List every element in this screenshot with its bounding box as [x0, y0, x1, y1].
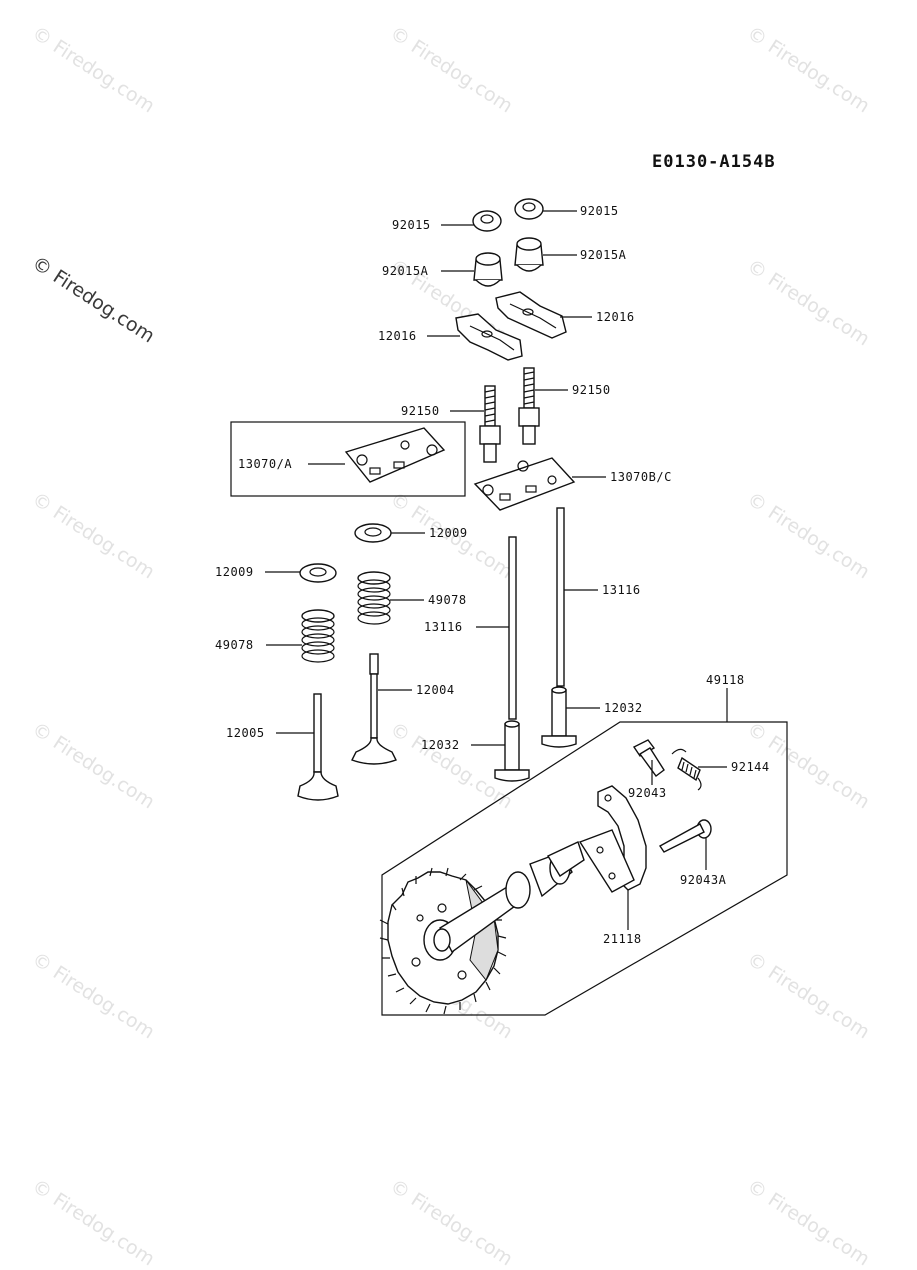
camshaft[interactable] — [433, 841, 585, 954]
push-rod-13116-left[interactable] — [508, 536, 517, 720]
label-49118: 49118 — [706, 673, 745, 687]
label-12016-right: 12016 — [596, 310, 635, 324]
valve-spring-49078-left[interactable] — [301, 609, 335, 663]
plate-13070BC[interactable] — [473, 457, 576, 511]
bolt-92043A[interactable] — [658, 819, 712, 853]
valve-spring-49078-right[interactable] — [357, 571, 391, 625]
cap-nut-92015A-right[interactable] — [514, 237, 544, 272]
stud-92150-left[interactable] — [479, 385, 501, 463]
label-21118: 21118 — [603, 932, 642, 946]
tappet-12032-left[interactable] — [494, 720, 530, 782]
valve-12005[interactable] — [297, 693, 339, 801]
cap-nut-92015A-left[interactable] — [473, 252, 503, 287]
governor-arm-21118[interactable] — [578, 785, 647, 893]
label-92144: 92144 — [731, 760, 770, 774]
assembly-frame-49118 — [381, 721, 788, 1016]
label-13070BC: 13070B/C — [610, 470, 672, 484]
push-rod-13116-right[interactable] — [556, 507, 565, 687]
tappet-12032-right[interactable] — [541, 686, 577, 748]
inset-box-13070A — [230, 421, 466, 497]
diagram-code: E0130-A154B — [652, 152, 776, 172]
label-12009-left: 12009 — [215, 565, 254, 579]
label-92043: 92043 — [628, 786, 667, 800]
label-12004: 12004 — [416, 683, 455, 697]
nut-92015-right[interactable] — [514, 198, 544, 220]
label-49078-right: 49078 — [428, 593, 467, 607]
rocker-arm-12016-right[interactable] — [495, 291, 567, 339]
label-92015A-right: 92015A — [580, 248, 627, 262]
label-92043A: 92043A — [680, 873, 727, 887]
governor-spring-92144[interactable] — [671, 748, 702, 791]
label-13116-right: 13116 — [602, 583, 641, 597]
label-13116-left: 13116 — [424, 620, 463, 634]
plate-13070A[interactable] — [344, 427, 446, 483]
label-12016-left: 12016 — [378, 329, 417, 343]
valve-12004[interactable] — [351, 653, 397, 765]
label-13070A: 13070/A — [238, 457, 292, 471]
label-12032-left: 12032 — [421, 738, 460, 752]
label-12005: 12005 — [226, 726, 265, 740]
rocker-arm-12016-left[interactable] — [455, 313, 523, 361]
label-92150-left: 92150 — [401, 404, 440, 418]
retainer-12009-left[interactable] — [299, 563, 337, 583]
bolt-92043[interactable] — [632, 739, 665, 777]
label-12032-right: 12032 — [604, 701, 643, 715]
label-92015A-left: 92015A — [382, 264, 429, 278]
retainer-12009-right[interactable] — [354, 523, 392, 543]
label-49078-left: 49078 — [215, 638, 254, 652]
label-92150-right: 92150 — [572, 383, 611, 397]
nut-92015-left[interactable] — [472, 210, 502, 232]
label-12009-right: 12009 — [429, 526, 468, 540]
stud-92150-right[interactable] — [518, 367, 540, 445]
parts-diagram: 92015 92015 92015A 92015A 12016 12016 — [215, 198, 788, 1016]
label-92015-left: 92015 — [392, 218, 431, 232]
label-92015-right: 92015 — [580, 204, 619, 218]
